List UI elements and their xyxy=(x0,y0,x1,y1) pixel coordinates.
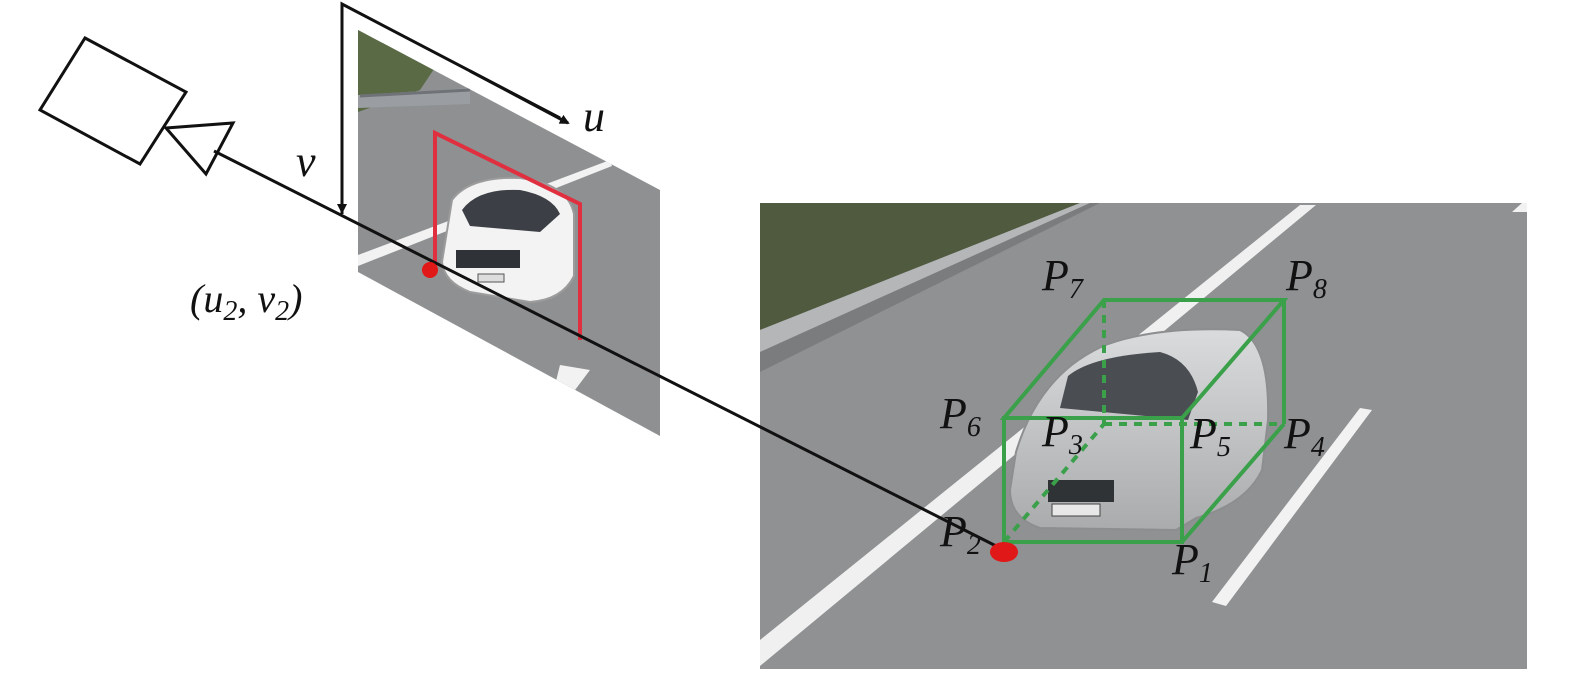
point-label-p5: P5 xyxy=(1189,409,1231,463)
point-label-p1: P1 xyxy=(1171,535,1213,589)
point-label-p7: P7 xyxy=(1041,251,1084,305)
point-label-p8: P8 xyxy=(1285,251,1327,305)
detection-box-2d xyxy=(433,129,582,340)
bounding-box-3d xyxy=(999,298,1289,544)
road-photo xyxy=(760,203,1527,669)
image-point-marker xyxy=(422,262,438,278)
image-axes xyxy=(337,1,570,214)
small-car xyxy=(440,176,575,304)
axis-u-label: u xyxy=(583,92,605,141)
image-point-label: (u2, v2) xyxy=(190,276,302,327)
point-label-p2: P2 xyxy=(939,507,981,561)
axis-v-label: v xyxy=(296,137,316,186)
camera-icon xyxy=(37,36,236,177)
point-label-p4: P4 xyxy=(1283,409,1325,463)
projection-ray xyxy=(213,149,1005,552)
large-car xyxy=(1008,328,1270,532)
point-label-p3: P3 xyxy=(1041,407,1083,461)
world-point-marker xyxy=(990,542,1018,562)
point-label-p6: P6 xyxy=(939,389,981,443)
